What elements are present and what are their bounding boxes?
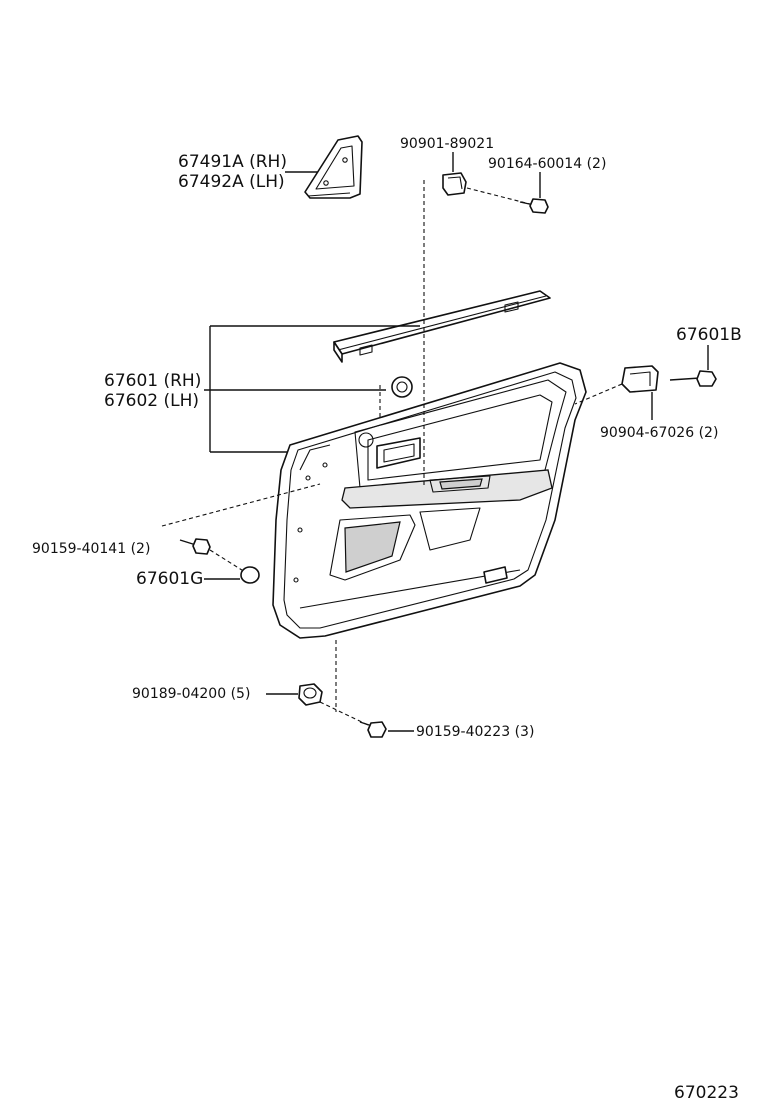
label-90164-60014: 90164-60014 (2) — [488, 156, 606, 172]
dash-67601b — [574, 383, 623, 405]
label-90189-04200: 90189-04200 (5) — [132, 686, 250, 702]
label-67601b: 67601B — [676, 325, 742, 345]
label-90159-40223: 90159-40223 (3) — [416, 724, 534, 740]
dash-67601g — [209, 549, 246, 573]
label-67602: 67602 (LH) — [104, 391, 199, 411]
panel-clip-part — [391, 376, 413, 398]
clip-90901-89021-part — [442, 172, 467, 196]
group-bracket-67601 — [204, 325, 420, 453]
dash-bottom-screw — [319, 701, 371, 727]
door-trim-panel-part — [272, 362, 587, 639]
label-90159-40141: 90159-40141 (2) — [32, 541, 150, 557]
label-90904-67026: 90904-67026 (2) — [600, 425, 718, 441]
mirror-corner-cover-part — [304, 135, 363, 199]
dash-90159-40141 — [161, 483, 321, 527]
belt-moulding-strip-part — [333, 290, 551, 363]
diagram-number: 670223 — [674, 1083, 739, 1103]
label-67492a: 67492A (LH) — [178, 172, 285, 192]
screw-90159-40141-part — [179, 538, 211, 555]
bezel-67601b-part — [621, 365, 717, 393]
screw-90159-40223-part — [359, 721, 387, 738]
plug-67601g-part — [240, 566, 260, 584]
clip-90189-04200-part — [298, 683, 323, 706]
label-90901-89021: 90901-89021 — [400, 136, 494, 152]
label-67491a: 67491A (RH) — [178, 152, 287, 172]
screw-90164-60014-part — [519, 198, 549, 214]
label-67601: 67601 (RH) — [104, 371, 201, 391]
dash-90164 — [466, 187, 531, 205]
label-67601g: 67601G — [136, 569, 203, 589]
